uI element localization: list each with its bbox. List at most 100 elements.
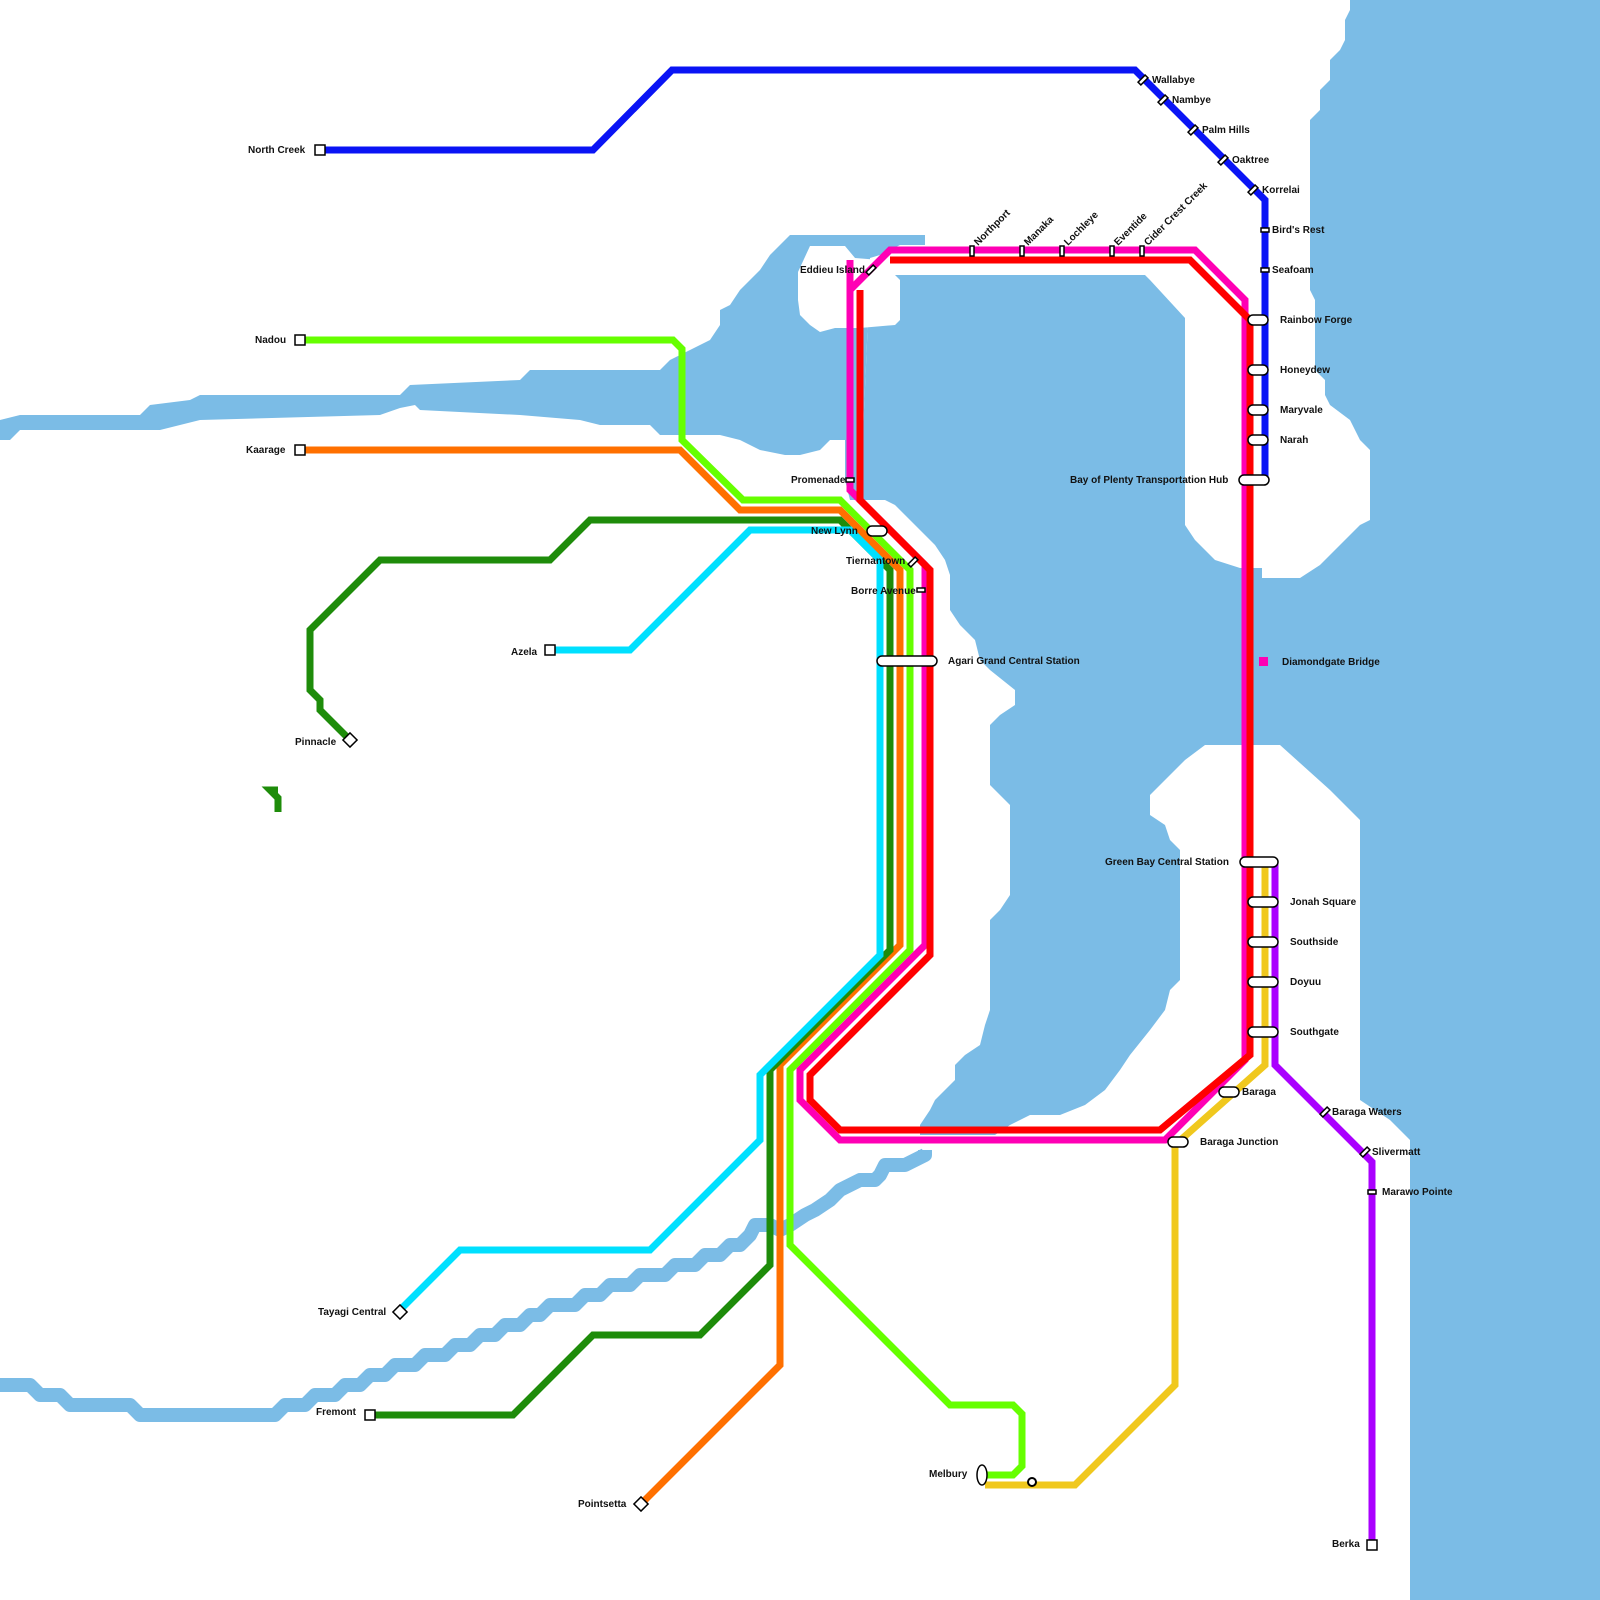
station-marker-marawo-pointe[interactable] bbox=[1367, 1189, 1377, 1195]
station-marker-diamondgate-bridge[interactable] bbox=[1259, 657, 1268, 666]
station-label-baraga-junction: Baraga Junction bbox=[1200, 1137, 1278, 1148]
station-label-rainbow-forge: Rainbow Forge bbox=[1280, 315, 1353, 326]
station-marker-korrelai[interactable] bbox=[1246, 183, 1260, 197]
station-label-eddieu-island: Eddieu Island bbox=[800, 265, 865, 276]
station-marker-cider-crest-creek[interactable] bbox=[1139, 245, 1145, 257]
station-marker-baraga-waters[interactable] bbox=[1318, 1105, 1332, 1119]
station-label-kaarage: Kaarage bbox=[246, 445, 286, 456]
station-marker-eventide[interactable] bbox=[1109, 245, 1115, 257]
station-marker-manaka[interactable] bbox=[1019, 245, 1025, 257]
station-label-marawo-pointe: Marawo Pointe bbox=[1382, 1187, 1453, 1198]
station-marker-lochleye[interactable] bbox=[1059, 245, 1065, 257]
station-marker-eddieu-island[interactable] bbox=[864, 263, 878, 277]
station-label-honeydew: Honeydew bbox=[1280, 365, 1330, 376]
station-label-jonah-square: Jonah Square bbox=[1290, 897, 1357, 908]
station-label-lochleye: Lochleye bbox=[1062, 209, 1101, 248]
station-marker-melbury-circle[interactable] bbox=[1027, 1477, 1037, 1487]
station-label-korrelai: Korrelai bbox=[1262, 185, 1300, 196]
eddieu-inlet bbox=[0, 235, 925, 500]
station-label-manaka: Manaka bbox=[1022, 214, 1056, 248]
station-label-oaktree: Oaktree bbox=[1232, 155, 1270, 166]
station-marker-jonah-square[interactable] bbox=[1247, 896, 1279, 908]
station-marker-nambye[interactable] bbox=[1156, 93, 1170, 107]
station-marker-nadou[interactable] bbox=[294, 334, 306, 346]
station-label-fremont: Fremont bbox=[316, 1407, 357, 1418]
station-label-agari-grand-central: Agari Grand Central Station bbox=[948, 656, 1080, 667]
station-label-berka: Berka bbox=[1332, 1539, 1360, 1550]
route-blue bbox=[320, 66, 1269, 480]
station-label-seafoam: Seafoam bbox=[1272, 265, 1314, 276]
station-label-promenade: Promenade bbox=[791, 475, 846, 486]
station-marker-wallabye[interactable] bbox=[1136, 73, 1150, 87]
station-marker-palm-hills[interactable] bbox=[1186, 123, 1200, 137]
station-marker-slivermatt[interactable] bbox=[1358, 1145, 1372, 1159]
station-marker-azela[interactable] bbox=[544, 644, 556, 656]
route-purple bbox=[1271, 860, 1376, 1545]
route-cyan bbox=[397, 526, 884, 1313]
station-label-northport: Northport bbox=[972, 207, 1013, 248]
route-dark-green bbox=[261, 786, 282, 812]
station-marker-tiernantown[interactable] bbox=[906, 555, 920, 569]
station-marker-tayagi-central[interactable] bbox=[391, 1303, 409, 1321]
station-label-azela: Azela bbox=[511, 647, 538, 658]
station-marker-southgate[interactable] bbox=[1247, 1026, 1279, 1038]
station-marker-agari-grand-central[interactable] bbox=[876, 655, 938, 667]
station-label-birds-rest: Bird's Rest bbox=[1272, 225, 1325, 236]
station-label-doyuu: Doyuu bbox=[1290, 977, 1321, 988]
stations-layer bbox=[294, 73, 1378, 1551]
station-marker-honeydew[interactable] bbox=[1247, 364, 1269, 376]
station-marker-doyuu[interactable] bbox=[1247, 976, 1279, 988]
station-label-tayagi-central: Tayagi Central bbox=[318, 1307, 386, 1318]
station-marker-seafoam[interactable] bbox=[1260, 267, 1270, 273]
station-marker-green-bay-central[interactable] bbox=[1239, 856, 1279, 868]
station-marker-pointsetta[interactable] bbox=[632, 1495, 650, 1513]
station-label-new-lynn: New Lynn bbox=[811, 526, 858, 537]
station-label-baraga: Baraga bbox=[1242, 1087, 1276, 1098]
station-marker-oaktree[interactable] bbox=[1216, 153, 1230, 167]
southwest-river bbox=[0, 1148, 932, 1422]
station-marker-new-lynn[interactable] bbox=[866, 525, 888, 537]
station-marker-baraga-junction[interactable] bbox=[1167, 1136, 1189, 1148]
station-marker-rainbow-forge[interactable] bbox=[1247, 314, 1269, 326]
station-marker-north-creek[interactable] bbox=[314, 144, 326, 156]
station-marker-baraga[interactable] bbox=[1218, 1086, 1240, 1098]
station-marker-promenade[interactable] bbox=[845, 477, 855, 483]
station-label-melbury: Melbury bbox=[929, 1469, 968, 1480]
station-marker-birds-rest[interactable] bbox=[1260, 227, 1270, 233]
central-bay bbox=[860, 275, 1262, 1135]
station-label-north-creek: North Creek bbox=[248, 145, 306, 156]
station-marker-kaarage[interactable] bbox=[294, 444, 306, 456]
station-label-pointsetta: Pointsetta bbox=[578, 1499, 627, 1510]
station-label-pinnacle: Pinnacle bbox=[295, 737, 337, 748]
station-label-southgate: Southgate bbox=[1290, 1027, 1339, 1038]
station-marker-southside[interactable] bbox=[1247, 936, 1279, 948]
station-label-bay-of-plenty: Bay of Plenty Transportation Hub bbox=[1070, 475, 1228, 486]
station-marker-maryvale[interactable] bbox=[1247, 404, 1269, 416]
station-label-palm-hills: Palm Hills bbox=[1202, 125, 1250, 136]
station-label-nambye: Nambye bbox=[1172, 95, 1211, 106]
station-marker-fremont[interactable] bbox=[364, 1409, 376, 1421]
station-label-nadou: Nadou bbox=[255, 335, 286, 346]
station-marker-narah[interactable] bbox=[1247, 434, 1269, 446]
east-sea bbox=[1260, 0, 1600, 1600]
station-label-borre-avenue: Borre Avenue bbox=[851, 586, 916, 597]
station-marker-northport[interactable] bbox=[969, 245, 975, 257]
station-marker-berka[interactable] bbox=[1366, 1539, 1378, 1551]
station-label-narah: Narah bbox=[1280, 435, 1308, 446]
station-label-green-bay-central: Green Bay Central Station bbox=[1105, 857, 1229, 868]
station-label-diamondgate-bridge: Diamondgate Bridge bbox=[1282, 657, 1380, 668]
station-marker-pinnacle[interactable] bbox=[341, 731, 359, 749]
route-dark-green-main bbox=[306, 516, 894, 1419]
station-marker-borre-avenue[interactable] bbox=[916, 587, 926, 593]
station-label-wallabye: Wallabye bbox=[1152, 75, 1195, 86]
station-marker-bay-of-plenty[interactable] bbox=[1238, 474, 1270, 486]
station-label-slivermatt: Slivermatt bbox=[1372, 1147, 1421, 1158]
station-label-southside: Southside bbox=[1290, 937, 1339, 948]
station-label-maryvale: Maryvale bbox=[1280, 405, 1323, 416]
station-marker-melbury[interactable] bbox=[976, 1464, 988, 1486]
station-label-tiernantown: Tiernantown bbox=[846, 556, 905, 567]
station-label-baraga-waters: Baraga Waters bbox=[1332, 1107, 1402, 1118]
